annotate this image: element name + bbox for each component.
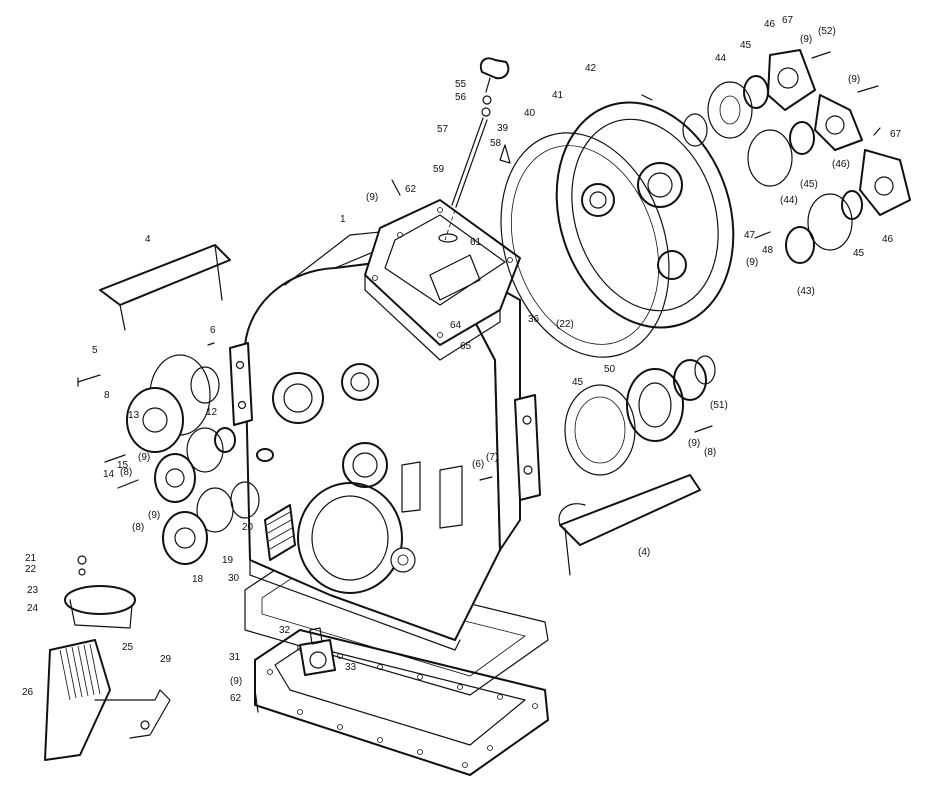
label-31: 31 xyxy=(229,652,241,663)
label-9p-b: (9) xyxy=(148,510,160,521)
label-44: 44 xyxy=(715,53,727,64)
middle-link-arm xyxy=(514,394,541,501)
label-13: 13 xyxy=(128,410,140,421)
label-23: 23 xyxy=(27,585,39,596)
label-67-b: 67 xyxy=(890,129,902,140)
label-43p: (43) xyxy=(797,286,815,297)
label-8: 8 xyxy=(104,390,110,401)
gear-sector xyxy=(264,504,296,561)
label-5: 5 xyxy=(92,345,98,356)
label-62: 62 xyxy=(405,184,417,195)
label-65: 65 xyxy=(460,341,472,352)
fasteners xyxy=(77,51,881,713)
label-59: 59 xyxy=(433,164,445,175)
label-36: 36 xyxy=(528,314,540,325)
label-47: 47 xyxy=(744,230,756,241)
left-support-bracket xyxy=(99,244,231,331)
label-64: 64 xyxy=(450,320,462,331)
label-62-b: 62 xyxy=(230,693,242,704)
label-46-b: 46 xyxy=(882,234,894,245)
label-67: 67 xyxy=(782,15,794,26)
label-15: 15 xyxy=(117,460,129,471)
lower-bearing-stack xyxy=(785,149,911,264)
label-25: 25 xyxy=(122,642,134,653)
label-8p-a: (8) xyxy=(120,467,132,478)
label-57: 57 xyxy=(437,124,449,135)
right-lower-bearings xyxy=(564,355,716,476)
label-33: 33 xyxy=(345,662,357,673)
label-44p: (44) xyxy=(780,195,798,206)
label-42: 42 xyxy=(585,63,597,74)
label-26: 26 xyxy=(22,687,34,698)
label-24: 24 xyxy=(27,603,39,614)
label-58: 58 xyxy=(490,138,502,149)
label-52p: (52) xyxy=(818,26,836,37)
label-19: 19 xyxy=(222,555,234,566)
label-45-c: 45 xyxy=(572,377,584,388)
label-9p-g: (9) xyxy=(746,257,758,268)
label-6: 6 xyxy=(210,325,216,336)
label-51p: (51) xyxy=(710,400,728,411)
label-1: 1 xyxy=(340,214,346,225)
label-6p: (6) xyxy=(472,459,484,470)
label-12: 12 xyxy=(206,407,218,418)
label-9p-d: (9) xyxy=(366,192,378,203)
label-45-b: 45 xyxy=(853,248,865,259)
main-housing xyxy=(244,229,521,651)
label-9p-c: (9) xyxy=(230,676,242,687)
drain-plug xyxy=(299,627,336,676)
label-45: 45 xyxy=(740,40,752,51)
label-4: 4 xyxy=(145,234,151,245)
label-55: 55 xyxy=(455,79,467,90)
label-9p-a: (9) xyxy=(138,452,150,463)
oil-pan xyxy=(254,629,549,776)
label-30: 30 xyxy=(228,573,240,584)
label-46p: (46) xyxy=(832,159,850,170)
label-9p-e: (9) xyxy=(800,34,812,45)
left-bearing-covers xyxy=(126,354,274,565)
label-29: 29 xyxy=(160,654,172,665)
label-4p: (4) xyxy=(638,547,650,558)
filter-assembly xyxy=(44,555,171,761)
label-39: 39 xyxy=(497,123,509,134)
label-61: 61 xyxy=(470,237,482,248)
right-support-bracket xyxy=(558,474,701,576)
label-8p-b: (8) xyxy=(132,522,144,533)
label-48: 48 xyxy=(762,245,774,256)
middle-bearing-stack xyxy=(747,94,863,187)
label-45p: (45) xyxy=(800,179,818,190)
label-14: 14 xyxy=(103,469,115,480)
large-cover-flange xyxy=(555,101,735,329)
label-20: 20 xyxy=(242,522,254,533)
upper-bearing-stack xyxy=(682,49,816,147)
label-32: 32 xyxy=(279,625,291,636)
label-41: 41 xyxy=(552,90,564,101)
label-22: 22 xyxy=(25,564,37,575)
left-link-arm xyxy=(229,342,253,426)
label-18: 18 xyxy=(192,574,204,585)
top-cover xyxy=(364,199,521,361)
label-46: 46 xyxy=(764,19,776,30)
label-7p: (7) xyxy=(486,452,498,463)
part-labels: 1 4 5 6 8 13 12 15 14 (9) (8) (9) (8) 18… xyxy=(22,15,902,704)
label-56: 56 xyxy=(455,92,467,103)
label-21: 21 xyxy=(25,553,37,564)
label-8p-c: (8) xyxy=(704,447,716,458)
label-50: 50 xyxy=(604,364,616,375)
label-22p: (22) xyxy=(556,319,574,330)
dipstick-assembly xyxy=(438,57,511,243)
label-9p-h: (9) xyxy=(688,438,700,449)
label-9p-f: (9) xyxy=(848,74,860,85)
label-40: 40 xyxy=(524,108,536,119)
cover-gasket xyxy=(500,132,670,358)
